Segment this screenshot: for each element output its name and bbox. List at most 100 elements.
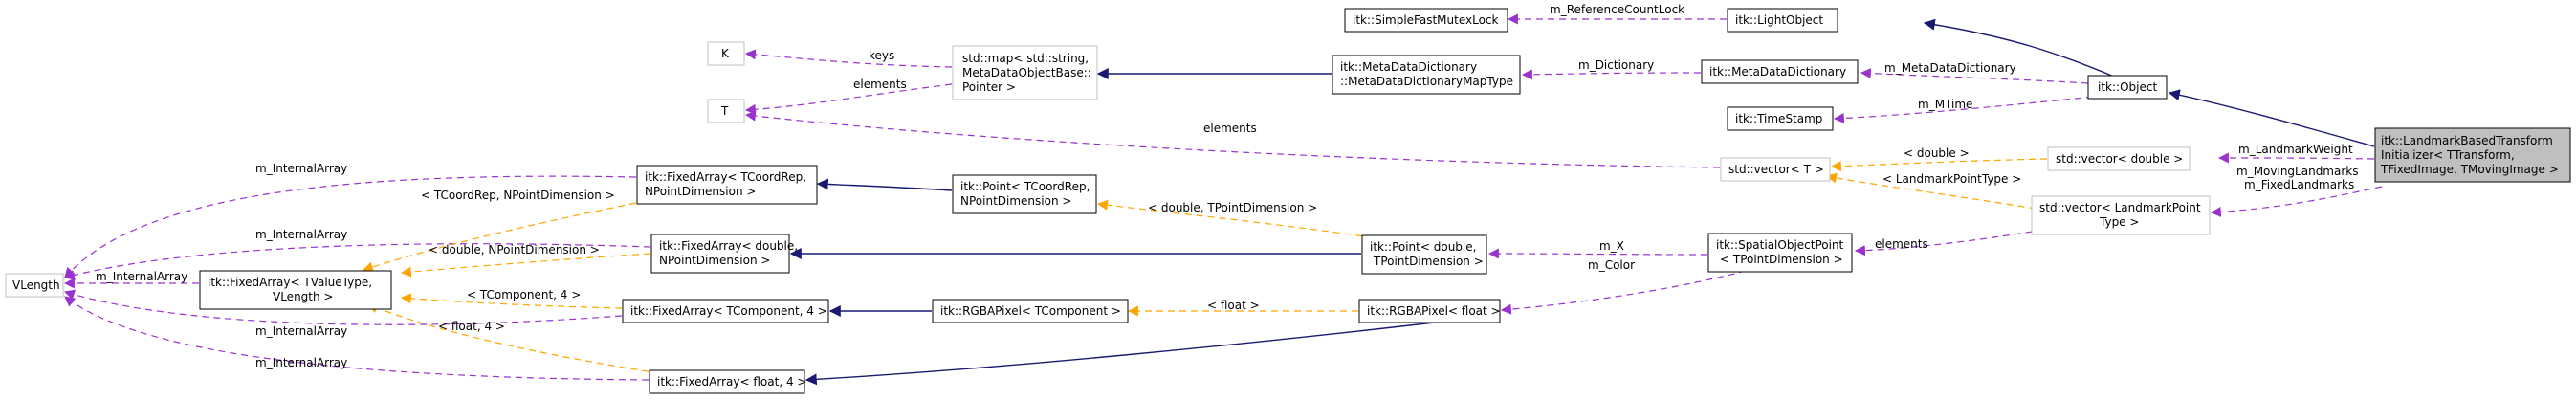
edge-fixedtcomp4-to-vlength [63, 289, 623, 325]
label-tcomp4: < TComponent, 4 > [467, 288, 581, 301]
svg-text:std::vector< double >: std::vector< double > [2056, 152, 2183, 166]
label-metadata: m_MetaDataDictionary [1884, 61, 2016, 75]
node-itk-fixedarray-tcomponent-4[interactable]: itk::FixedArray< TComponent, 4 > [622, 299, 829, 323]
svg-text:VLength: VLength [12, 278, 60, 292]
edge-fixedtcomp4-to-fixedtvalue [400, 293, 623, 309]
label-vec-double: < double > [1904, 146, 1970, 160]
edge-landmark-to-stdvectorlandmark [2210, 186, 2383, 217]
node-itk-fixedarray-double[interactable]: itk::FixedArray< double, NPointDimension… [650, 234, 798, 274]
label-double-npoint: < double, NPointDimension > [429, 243, 600, 256]
label-fixedlandmarks: m_FixedLandmarks [2244, 178, 2354, 191]
svg-text:TFixedImage, TMovingImage >: TFixedImage, TMovingImage > [2380, 163, 2559, 176]
edge-pointtcoord-to-fixedtcoord [816, 178, 953, 191]
svg-text:T: T [720, 104, 729, 118]
label-internal-4: m_InternalArray [255, 324, 347, 338]
edge-fixeddouble-to-vlength [63, 243, 651, 280]
node-std-vector-T[interactable]: std::vector< T > [1720, 157, 1831, 182]
svg-text:Initializer< TTransform,: Initializer< TTransform, [2381, 148, 2515, 162]
svg-text:Pointer >: Pointer > [962, 80, 1016, 94]
label-internal-5: m_InternalArray [255, 356, 347, 369]
label-float4: < float, 4 > [438, 320, 505, 333]
svg-text:K: K [721, 47, 730, 60]
svg-text:itk::Object: itk::Object [2098, 80, 2157, 94]
label-rgba-float: < float > [1207, 299, 1260, 312]
label-dictionary: m_Dictionary [1578, 58, 1654, 72]
node-itk-fixedarray-float-4[interactable]: itk::FixedArray< float, 4 > [649, 369, 806, 394]
svg-text:std::vector< LandmarkPoint: std::vector< LandmarkPoint [2039, 201, 2201, 214]
edge-fixedtcoord-to-fixedtvalue [362, 195, 671, 273]
svg-text:VLength >: VLength > [273, 290, 333, 303]
node-itk-rgbapixel-float[interactable]: itk::RGBAPixel< float > [1358, 299, 1501, 323]
node-itk-fixedarray-tcoordrep[interactable]: itk::FixedArray< TCoordRep, NPointDimens… [636, 165, 818, 205]
edge-object-to-lightobject [1923, 18, 2115, 78]
svg-text:itk::FixedArray< double,: itk::FixedArray< double, [659, 239, 798, 253]
label-movinglandmarks: m_MovingLandmarks [2236, 165, 2358, 178]
edge-stdvectorlandmark-to-stdvectorT [1825, 172, 2048, 212]
svg-text:itk::RGBAPixel< float >: itk::RGBAPixel< float > [1367, 304, 1501, 318]
label-internal-3: m_InternalArray [96, 270, 187, 283]
edge-stdvectorT-to-T [744, 110, 1721, 168]
node-std-vector-double[interactable]: std::vector< double > [2047, 146, 2191, 171]
node-vlength[interactable]: VLength [5, 273, 64, 298]
edge-stdmap-to-K [744, 49, 953, 68]
edge-metadict-to-mapt [1521, 69, 1702, 80]
node-itk-lightobject[interactable]: itk::LightObject [1727, 8, 1838, 33]
svg-text:std::map< std::string,: std::map< std::string, [962, 52, 1089, 65]
node-itk-spatialobjectpoint[interactable]: itk::SpatialObjectPoint < TPointDimensio… [1707, 233, 1853, 273]
svg-text:itk::MetaDataDictionary: itk::MetaDataDictionary [1340, 60, 1477, 74]
edge-stdvectordouble-to-stdvectorT [1830, 158, 2048, 172]
label-mtime: m_MTime [1918, 98, 1972, 111]
svg-text:Type >: Type > [2099, 215, 2139, 229]
label-mcolor: m_Color [1588, 258, 1635, 272]
edge-fixeddouble-to-fixedtvalue [400, 253, 651, 278]
edge-fixedfloat4-to-fixedtvalue [366, 302, 661, 374]
node-T[interactable]: T [707, 99, 745, 123]
node-itk-object[interactable]: itk::Object [2087, 75, 2168, 100]
node-std-vector-landmarkpoint[interactable]: std::vector< LandmarkPoint Type > [2031, 195, 2211, 235]
label-elements-spatial: elements [1875, 237, 1928, 251]
svg-text:itk::SimpleFastMutexLock: itk::SimpleFastMutexLock [1353, 13, 1499, 27]
svg-text:itk::LandmarkBasedTransform: itk::LandmarkBasedTransform [2381, 134, 2553, 147]
node-itk-point-tcoordrep[interactable]: itk::Point< TCoordRep, NPointDimension > [952, 174, 1097, 214]
node-metadatadictionarymaptype[interactable]: itk::MetaDataDictionary ::MetaDataDictio… [1332, 55, 1521, 95]
node-itk-fixedarray-tvaluetype[interactable]: itk::FixedArray< TValueType, VLength > [199, 270, 392, 310]
node-itk-timestamp[interactable]: itk::TimeStamp [1727, 106, 1834, 131]
svg-text:itk::FixedArray< float, 4 >: itk::FixedArray< float, 4 > [657, 375, 806, 389]
svg-text:itk::SpatialObjectPoint: itk::SpatialObjectPoint [1716, 238, 1844, 252]
svg-text:itk::Point< TCoordRep,: itk::Point< TCoordRep, [960, 180, 1090, 193]
svg-text:NPointDimension >: NPointDimension > [960, 194, 1071, 208]
node-itk-simplefastmutexlock[interactable]: itk::SimpleFastMutexLock [1344, 8, 1508, 33]
edge-object-to-metadict [1860, 68, 2089, 84]
svg-text:itk::TimeStamp: itk::TimeStamp [1735, 112, 1822, 125]
svg-text:itk::FixedArray< TComponent, 4: itk::FixedArray< TComponent, 4 > [630, 304, 827, 318]
svg-text:itk::Point< double,: itk::Point< double, [1370, 240, 1476, 254]
svg-text:itk::MetaDataDictionary: itk::MetaDataDictionary [1709, 65, 1846, 78]
node-landmark-based-transform-initializer[interactable]: itk::LandmarkBasedTransform Initializer<… [2374, 127, 2571, 183]
label-pt-double: < double, TPointDimension > [1148, 201, 1317, 214]
label-mx: m_X [1599, 239, 1624, 253]
label-landmarkweight: m_LandmarkWeight [2238, 143, 2353, 156]
edge-rgbafloat-to-fixedfloat4 [804, 322, 1436, 386]
edge-landmark-to-object [2168, 89, 2375, 147]
node-K[interactable]: K [707, 41, 745, 66]
label-elements-vec: elements [1203, 122, 1257, 135]
svg-text:NPointDimension >: NPointDimension > [645, 185, 756, 198]
label-tcoord-npoint: < TCoordRep, NPointDimension > [421, 189, 615, 202]
svg-text:TPointDimension >: TPointDimension > [1373, 255, 1484, 268]
svg-text:MetaDataObjectBase::: MetaDataObjectBase:: [962, 66, 1091, 79]
label-keys: keys [869, 49, 894, 62]
edge-object-to-timestamp [1833, 95, 2105, 124]
svg-text:std::vector< T >: std::vector< T > [1728, 163, 1824, 176]
edge-stdmap-to-T [744, 83, 953, 115]
svg-text:itk::RGBAPixel< TComponent >: itk::RGBAPixel< TComponent > [940, 304, 1121, 318]
label-vec-lpt: < LandmarkPointType > [1882, 172, 2021, 186]
node-itk-point-double[interactable]: itk::Point< double, TPointDimension > [1361, 234, 1487, 275]
edge-landmark-to-stdvectordouble [2217, 152, 2375, 164]
node-itk-rgbapixel-tcomponent[interactable]: itk::RGBAPixel< TComponent > [932, 299, 1129, 323]
edge-pointdouble-to-pointtcoord [1096, 199, 1398, 242]
svg-text:itk::LightObject: itk::LightObject [1735, 13, 1823, 27]
node-itk-metadatadictionary[interactable]: itk::MetaDataDictionary [1701, 59, 1859, 84]
node-std-map[interactable]: std::map< std::string, MetaDataObjectBas… [952, 45, 1098, 100]
edge-spatialpoint-to-pointdouble [1487, 248, 1708, 259]
